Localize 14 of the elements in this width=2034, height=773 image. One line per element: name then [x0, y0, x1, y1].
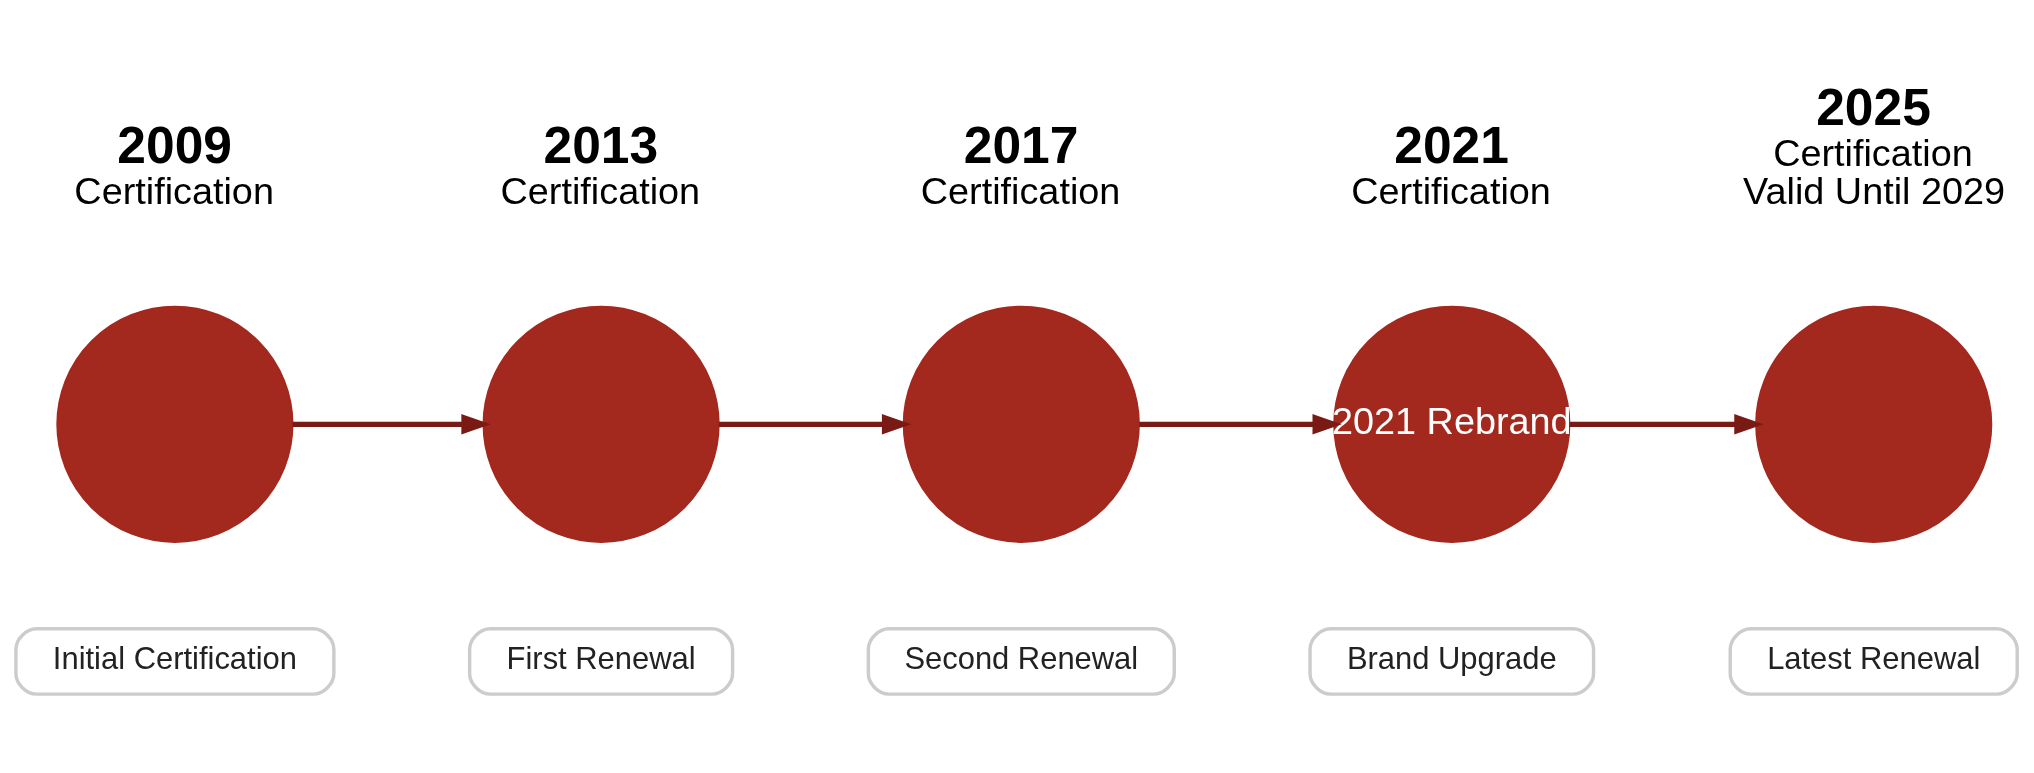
node-box: Second Renewal	[866, 627, 1176, 696]
node-box: Latest Renewal	[1728, 627, 2019, 696]
arrow	[1569, 414, 1764, 435]
node-circle	[902, 305, 1140, 543]
node-circle	[56, 305, 294, 543]
node-box: Brand Upgrade	[1308, 627, 1596, 696]
node-circle: 2021 Rebrand	[1333, 305, 1571, 543]
node-box: Initial Certification	[14, 627, 336, 696]
arrow	[1139, 414, 1342, 435]
node-box: First Renewal	[467, 627, 735, 696]
node-circle	[1755, 305, 1993, 543]
node-circle	[482, 305, 720, 543]
arrow	[718, 414, 912, 435]
arrow	[292, 414, 491, 435]
